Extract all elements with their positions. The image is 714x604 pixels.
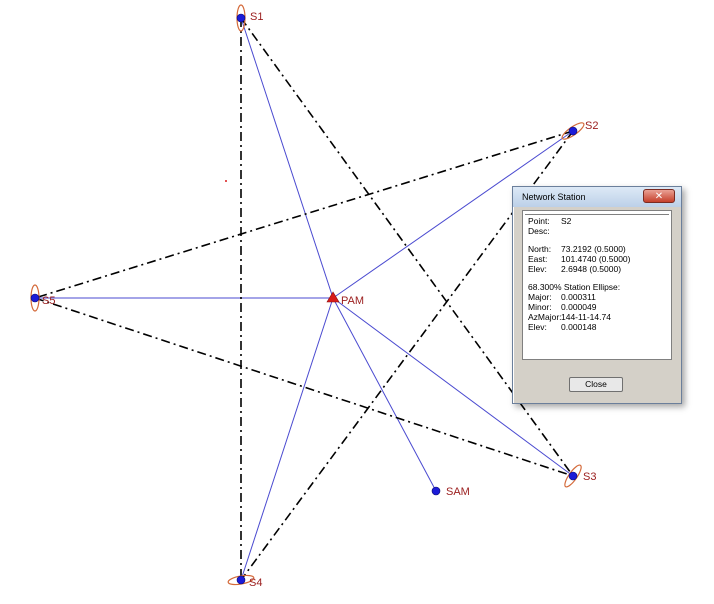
station-label-s2: S2 <box>585 120 598 132</box>
north-value: 73.2192 (0.5000) <box>561 244 626 254</box>
station-label-pam: PAM <box>341 295 364 307</box>
network-line-s2-s5 <box>34 130 574 299</box>
point-label: Point: <box>528 216 550 226</box>
major-label: Major: <box>528 292 552 302</box>
major-value: 0.000311 <box>561 292 596 302</box>
observation-line-pam-sam <box>332 297 437 492</box>
station-label-s3: S3 <box>583 471 596 483</box>
station-marker[interactable] <box>431 486 441 496</box>
network-station-dialog[interactable]: Network Station ✕ Point: S2 Desc: North:… <box>512 186 682 404</box>
station-label-s5: S5 <box>42 295 55 307</box>
station-s3[interactable]: S3 <box>568 471 596 483</box>
close-button[interactable]: Close <box>569 377 623 392</box>
east-label: East: <box>528 254 548 264</box>
station-marker[interactable] <box>30 293 40 303</box>
observation-line-pam-s3 <box>332 297 574 477</box>
observation-line-pam-s4 <box>240 297 334 581</box>
minor-value: 0.000049 <box>561 302 597 312</box>
ellipse-elev-value: 0.000148 <box>561 322 597 332</box>
point-value: S2 <box>561 216 572 226</box>
station-label-s4: S4 <box>249 577 262 589</box>
control-point-marker[interactable] <box>326 291 340 303</box>
ellipse-heading: 68.300% Station Ellipse: <box>528 282 621 292</box>
station-label-s1: S1 <box>250 11 263 23</box>
network-connection-lines <box>34 17 574 581</box>
station-s2[interactable]: S2 <box>568 120 598 136</box>
station-marker[interactable] <box>236 13 246 23</box>
azmajor-label: AzMajor: <box>528 312 562 322</box>
elev-value: 2.6948 (0.5000) <box>561 264 622 274</box>
stray-marker <box>225 180 227 182</box>
minor-label: Minor: <box>528 302 552 312</box>
divider <box>525 214 669 215</box>
station-s1[interactable]: S1 <box>236 11 263 23</box>
station-marker[interactable] <box>568 126 578 136</box>
desc-label: Desc: <box>528 226 550 236</box>
station-label-sam: SAM <box>446 486 470 498</box>
observation-line-pam-s2 <box>332 130 574 299</box>
ellipse-elev-label: Elev: <box>528 322 547 332</box>
dialog-titlebar[interactable]: Network Station ✕ <box>513 187 681 207</box>
station-s5[interactable]: S5 <box>30 293 55 307</box>
station-marker[interactable] <box>236 575 246 585</box>
observation-lines <box>35 17 574 581</box>
station-sam[interactable]: SAM <box>431 486 470 498</box>
east-value: 101.4740 (0.5000) <box>561 254 631 264</box>
dialog-title: Network Station <box>522 192 586 202</box>
station-marker[interactable] <box>568 471 578 481</box>
observation-line-pam-s1 <box>240 17 334 299</box>
network-line-s2-s4 <box>240 130 574 581</box>
elev-label: Elev: <box>528 264 547 274</box>
station-info-panel: Point: S2 Desc: North: 73.2192 (0.5000) … <box>522 210 672 360</box>
station-pam[interactable]: PAM <box>326 291 364 307</box>
azmajor-value: 144-11-14.74 <box>561 312 611 322</box>
error-ellipses <box>30 4 585 586</box>
station-s4[interactable]: S4 <box>236 575 262 589</box>
north-label: North: <box>528 244 552 254</box>
close-icon[interactable]: ✕ <box>643 189 675 203</box>
